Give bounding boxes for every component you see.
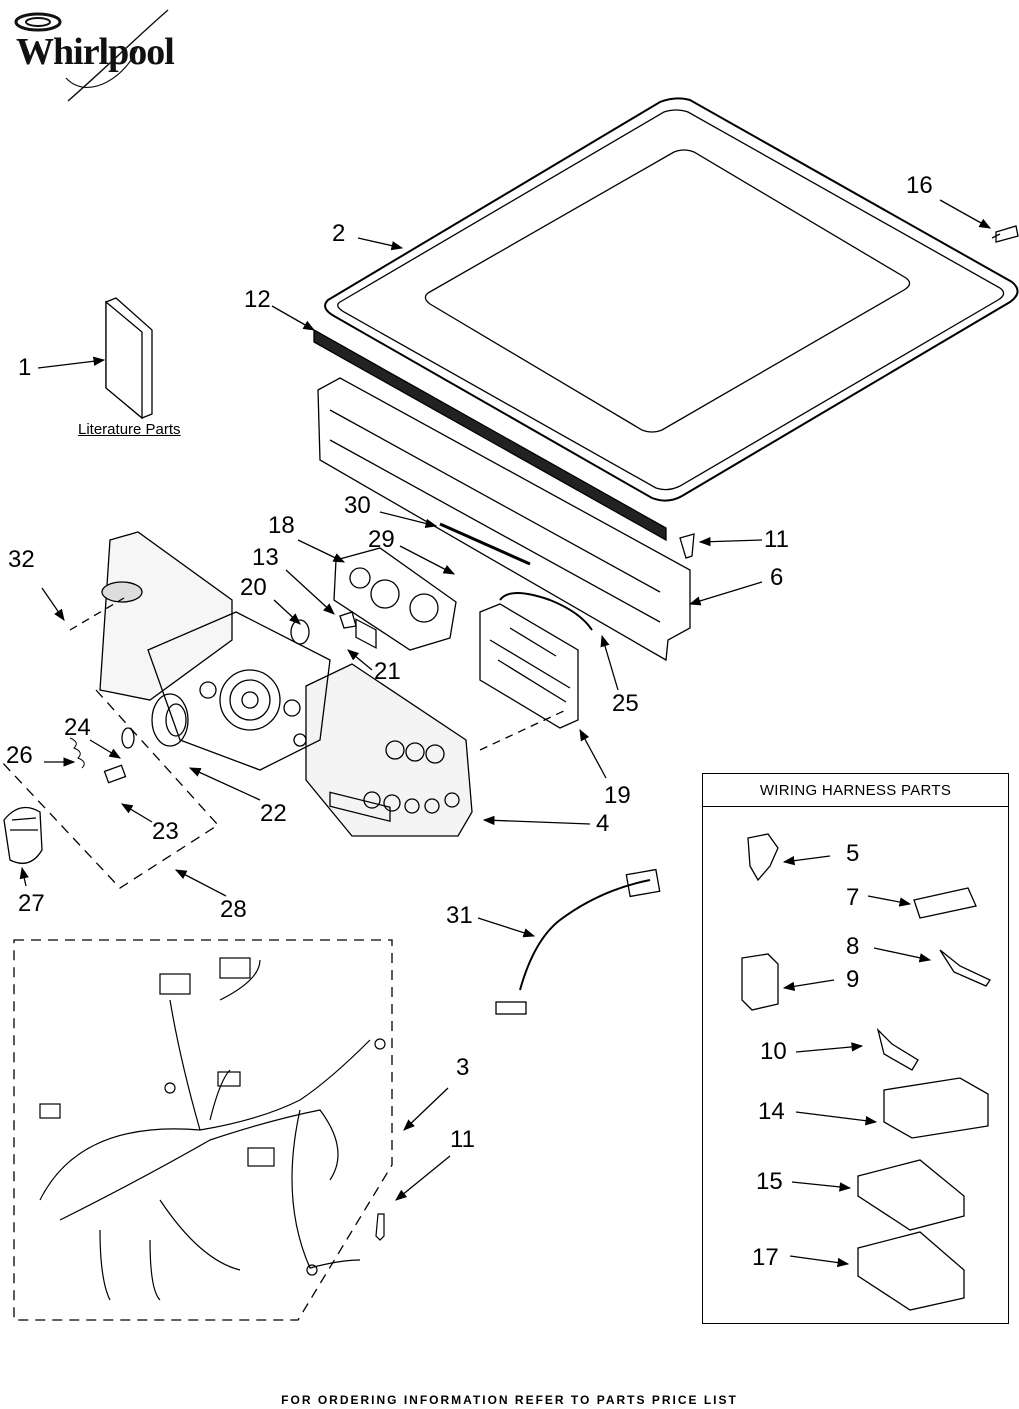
hub-part xyxy=(69,611,357,784)
callout-11-top: 11 xyxy=(764,526,789,553)
wiring-box-parts xyxy=(741,833,991,1311)
callout-20: 20 xyxy=(240,574,267,601)
console-frame-part xyxy=(147,611,331,771)
rear-panel-part xyxy=(317,377,691,662)
callout-12: 12 xyxy=(244,286,271,313)
callout-32: 32 xyxy=(8,546,35,573)
callout-28: 28 xyxy=(220,896,247,923)
callout-18: 18 xyxy=(268,512,295,539)
callout-23: 23 xyxy=(152,818,179,845)
callout-13: 13 xyxy=(252,544,279,571)
callout-3: 3 xyxy=(456,1054,470,1081)
brand-name: Whirlpool xyxy=(16,31,175,73)
callout-1: 1 xyxy=(18,354,32,381)
screw-11-part xyxy=(679,533,695,559)
callout-24: 24 xyxy=(64,714,91,741)
ordering-info-footer: FOR ORDERING INFORMATION REFER TO PARTS … xyxy=(281,1393,738,1407)
whirlpool-swirl-icon xyxy=(14,9,169,102)
knob-part xyxy=(3,806,43,864)
literature-parts-label: Literature Parts xyxy=(78,421,181,438)
callout-2: 2 xyxy=(332,220,346,247)
callout-9: 9 xyxy=(846,966,860,993)
screw-16-part xyxy=(991,225,1019,243)
harness-25-part xyxy=(499,592,593,631)
callout-29: 29 xyxy=(368,526,395,553)
console-panel-part xyxy=(99,531,473,837)
main-harness-part xyxy=(39,957,386,1301)
wiring-harness-parts-box: WIRING HARNESS PARTS xyxy=(702,773,1009,1324)
whirlpool-logo: Whirlpool xyxy=(8,6,188,102)
callout-30: 30 xyxy=(344,492,371,519)
harness-31-part xyxy=(495,868,661,1015)
callout-16: 16 xyxy=(906,172,933,199)
callout-26: 26 xyxy=(6,742,33,769)
callout-17: 17 xyxy=(752,1244,779,1271)
callout-5: 5 xyxy=(846,840,860,867)
callout-22: 22 xyxy=(260,800,287,827)
callout-4: 4 xyxy=(596,810,610,837)
callout-6: 6 xyxy=(770,564,784,591)
callout-8: 8 xyxy=(846,933,860,960)
callout-31: 31 xyxy=(446,902,473,929)
top-lid-part xyxy=(324,97,1019,502)
callout-15: 15 xyxy=(756,1168,783,1195)
wire-tie-part xyxy=(439,522,531,566)
control-board-part xyxy=(479,603,579,729)
callout-21: 21 xyxy=(374,658,401,685)
callout-27: 27 xyxy=(18,890,45,917)
callout-11-bottom: 11 xyxy=(450,1126,475,1153)
literature-booklet-part xyxy=(105,297,153,420)
callout-19: 19 xyxy=(604,782,631,809)
front-strip-part xyxy=(313,328,667,542)
bracket-part xyxy=(333,547,457,651)
callout-7: 7 xyxy=(846,884,860,911)
callout-14: 14 xyxy=(758,1098,785,1125)
callout-25: 25 xyxy=(612,690,639,717)
callout-10: 10 xyxy=(760,1038,787,1065)
wiring-harness-parts-title: WIRING HARNESS PARTS xyxy=(703,774,1008,807)
